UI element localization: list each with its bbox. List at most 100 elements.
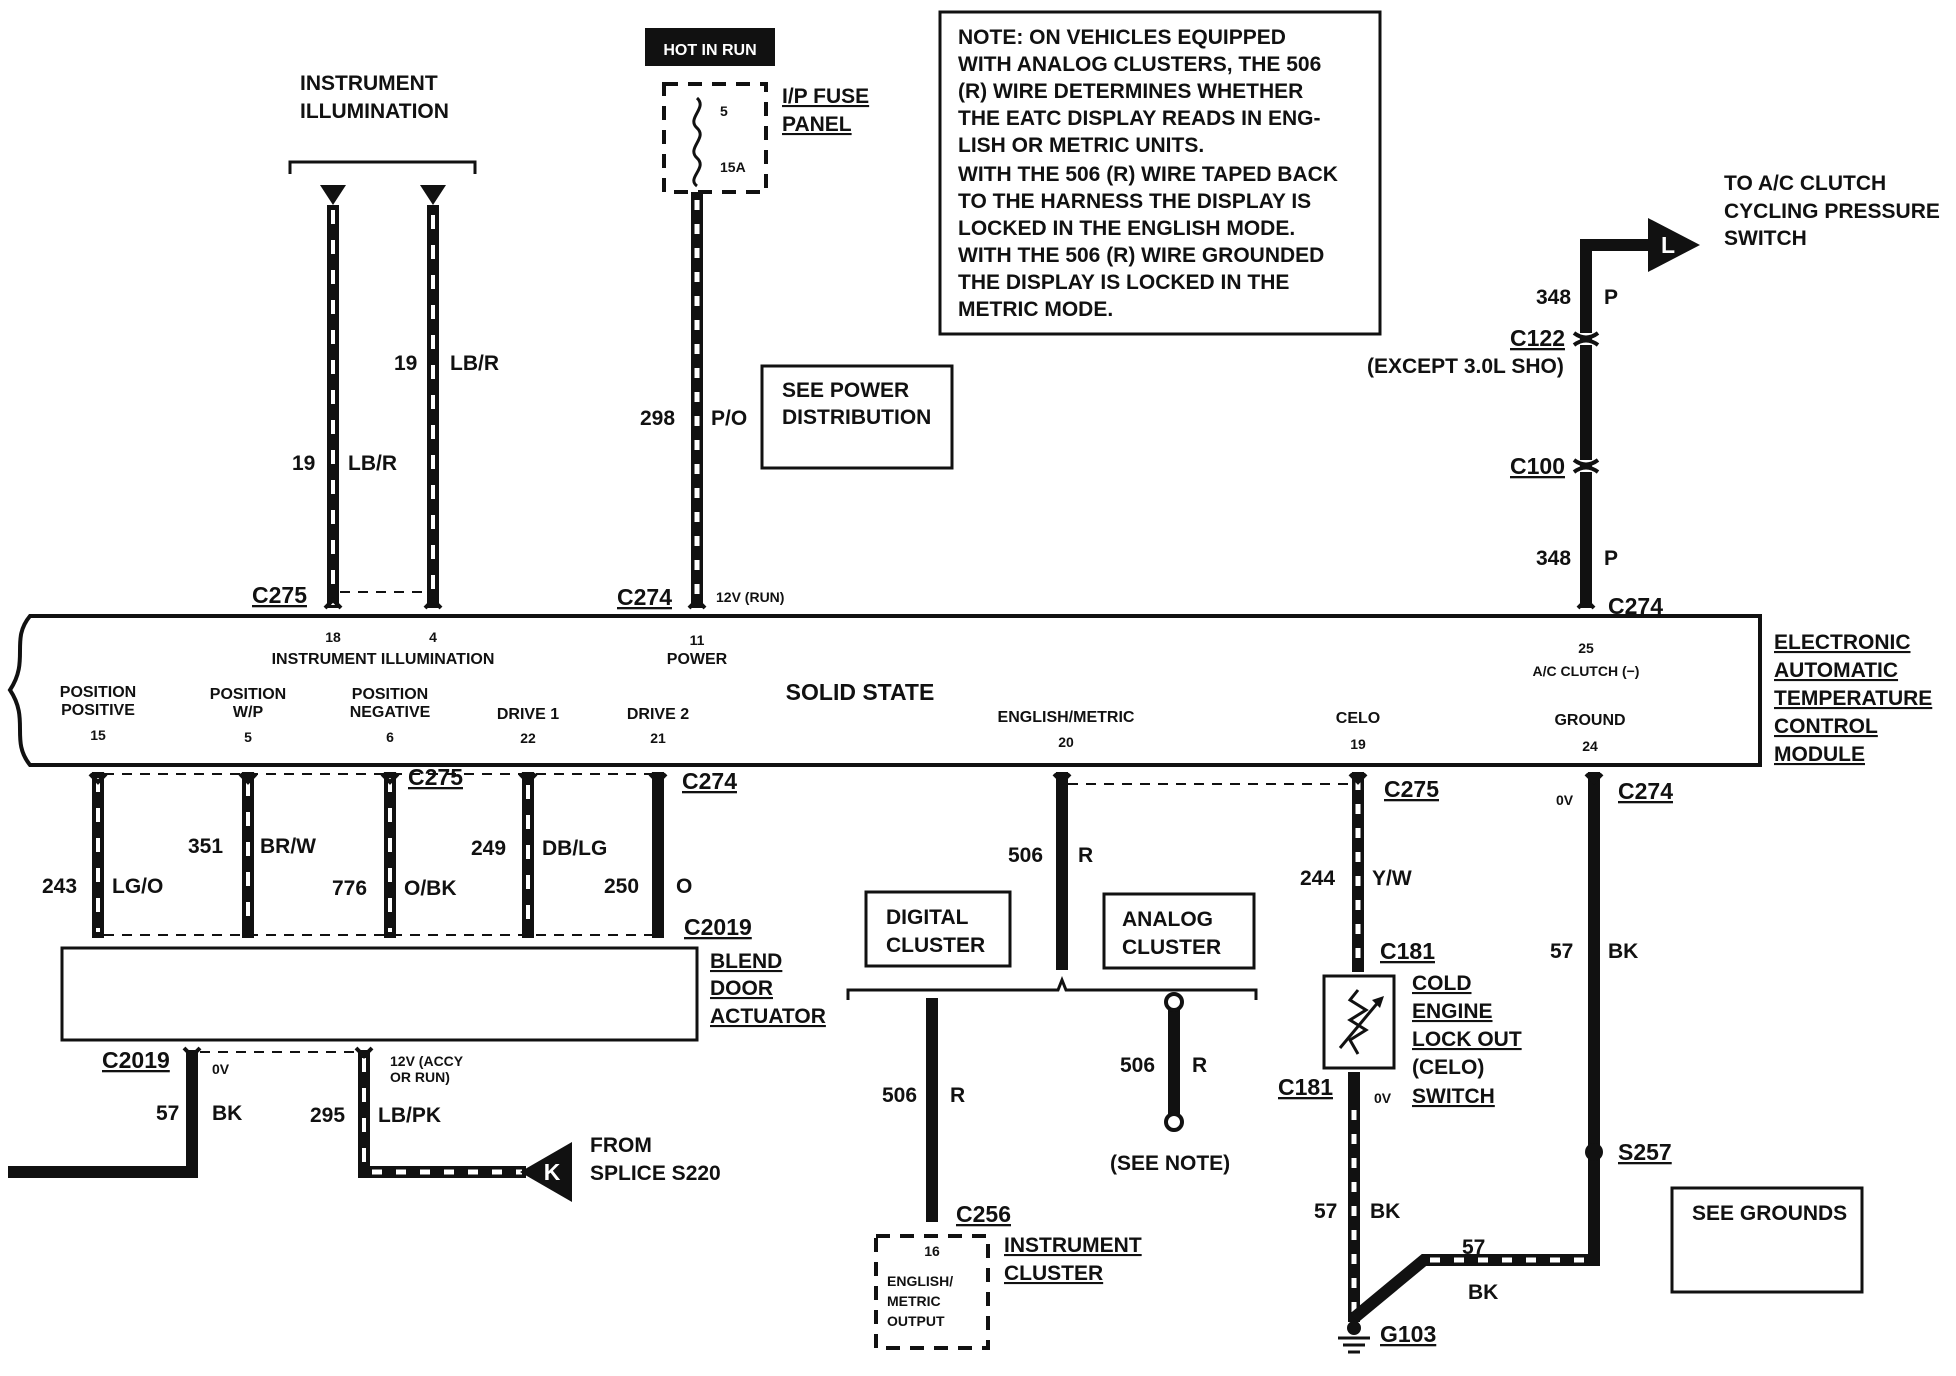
splice-arrow [520,1142,572,1202]
pin-number: 24 [1582,738,1598,754]
illumination-bracket [288,160,477,174]
cavity-label: DRIVE 2 [627,706,689,723]
connector-c274: C274 [1618,778,1673,804]
celo-switch-label: ENGINE [1412,1000,1493,1023]
circuit-label: 776 [332,877,367,900]
cavity-label: INSTRUMENT ILLUMINATION [272,651,495,668]
blend-door-label: ACTUATOR [710,1005,826,1028]
connector-c256: C256 [956,1201,1011,1227]
fuse-panel-label: I/P FUSE [782,85,869,108]
connector-note: (EXCEPT 3.0L SHO) [1367,355,1564,378]
analog-cluster-box [1102,892,1256,970]
see-grounds-label: SEE GROUNDS [1692,1202,1847,1225]
circuit-label: 243 [42,875,77,898]
output-label: ENGLISH/ [887,1273,953,1289]
color-label: LB/PK [378,1104,441,1127]
wire-ac-clutch [1580,239,1650,608]
pin-number: 11 [690,632,705,648]
circuit-label: 244 [1300,867,1335,890]
blend-door-label: DOOR [710,977,773,1000]
note-line: WITH THE 506 (R) WIRE GROUNDED [958,244,1324,267]
see-grounds-box [1670,1186,1864,1294]
note-box: NOTE: ON VEHICLES EQUIPPED WITH ANALOG C… [938,10,1382,336]
circuit-label: 249 [471,837,506,860]
hot-in-run-label: HOT IN RUN [663,42,756,59]
cavity-label: CELO [1336,710,1380,727]
cavity-label: POSITION [210,686,286,703]
instrument-illumination-group: INSTRUMENT ILLUMINATION 19 LB/R 19 LB/R … [252,72,499,608]
see-power-label: DISTRIBUTION [782,406,931,429]
power-feed-group: HOT IN RUN 5 15A I/P FUSE PANEL 298 P/O … [617,28,954,610]
voltage-label: 0V [1374,1090,1392,1106]
circuit-label: 351 [188,835,223,858]
circuit-label: 250 [604,875,639,898]
connector-marks [88,597,1604,1059]
celo-switch-box [1322,974,1396,1070]
digital-cluster-box [864,890,1012,968]
module-name: ELECTRONIC [1774,631,1911,654]
voltage-label: 0V [1556,792,1574,808]
eatc-module: 18 4 INSTRUMENT ILLUMINATION 11 POWER 25… [7,614,1932,767]
color-label: BK [1608,940,1638,963]
solid-state-label: SOLID STATE [786,679,935,705]
color-label: R [950,1084,965,1107]
color-label: BR/W [260,835,316,858]
circuit-label: 295 [310,1104,345,1127]
color-label: BK [1468,1281,1498,1304]
cavity-label: W/P [233,704,264,721]
connector-c122: C122 [1510,325,1565,351]
splice-s257: S257 [1618,1139,1672,1165]
note-line: THE DISPLAY IS LOCKED IN THE [958,271,1289,294]
ground-g103: G103 [1380,1321,1436,1347]
circuit-label: 57 [156,1102,179,1125]
cavity-label: POSITION [60,684,136,701]
color-label: LG/O [112,875,163,898]
connector-c274: C274 [682,768,737,794]
cavity-label: ENGLISH/METRIC [998,709,1135,726]
cavity-label: NEGATIVE [350,704,431,721]
digital-cluster-label: CLUSTER [886,934,985,957]
circuit-label: 19 [394,352,417,375]
pin-number: 22 [520,730,536,746]
circuit-label: 348 [1536,286,1571,309]
pin-number: 4 [429,629,437,645]
circuit-label: 57 [1462,1236,1485,1259]
circuit-label: 57 [1550,940,1573,963]
splice-label: SPLICE S220 [590,1162,721,1185]
cavity-label: POWER [667,651,728,668]
color-label: O [676,875,692,898]
module-ground-group: 0V C274 57 BK S257 SEE GROUNDS [1550,778,1864,1294]
voltage-label: 0V [212,1061,230,1077]
celo-group: C275 244 Y/W C181 COLD ENGINE LOCK OUT (… [1278,772,1600,1354]
circuit-label: 348 [1536,547,1571,570]
fuse-panel-label: PANEL [782,113,852,136]
connector-c274: C274 [617,584,672,610]
output-label: METRIC [887,1293,941,1309]
cavity-label: A/C CLUTCH (−) [1533,663,1640,679]
instrument-cluster-box [874,1234,990,1350]
blend-door-group: 243 LG/O 351 BR/W 776 O/BK 249 DB/LG 250… [8,764,826,1202]
color-label: O/BK [404,877,457,900]
pin-number: 16 [924,1243,940,1259]
illumination-title: ILLUMINATION [300,100,449,123]
connector-c2019: C2019 [684,914,752,940]
color-label: LB/R [450,352,499,375]
note-line: LOCKED IN THE ENGLISH MODE. [958,217,1295,240]
pin-number: 21 [650,730,666,746]
ac-clutch-label: SWITCH [1724,227,1807,250]
note-line: WITH THE 506 (R) WIRE TAPED BACK [958,163,1338,186]
english-metric-group: 506 R DIGITAL CLUSTER ANALOG CLUSTER 506… [846,772,1356,1350]
note-line: (R) WIRE DETERMINES WHETHER [958,80,1303,103]
cavity-label: POSITIVE [61,702,135,719]
connector-c2019: C2019 [102,1047,170,1073]
circuit-label: 298 [640,407,675,430]
ac-clutch-arrow [1648,218,1700,272]
module-name: CONTROL [1774,715,1878,738]
pin-number: 18 [325,629,341,645]
analog-cluster-label: ANALOG [1122,908,1213,931]
celo-switch-label: LOCK OUT [1412,1028,1522,1051]
thermistor-icon [1347,989,1369,1055]
color-label: Y/W [1372,867,1412,890]
splice-marker: K [544,1159,561,1185]
